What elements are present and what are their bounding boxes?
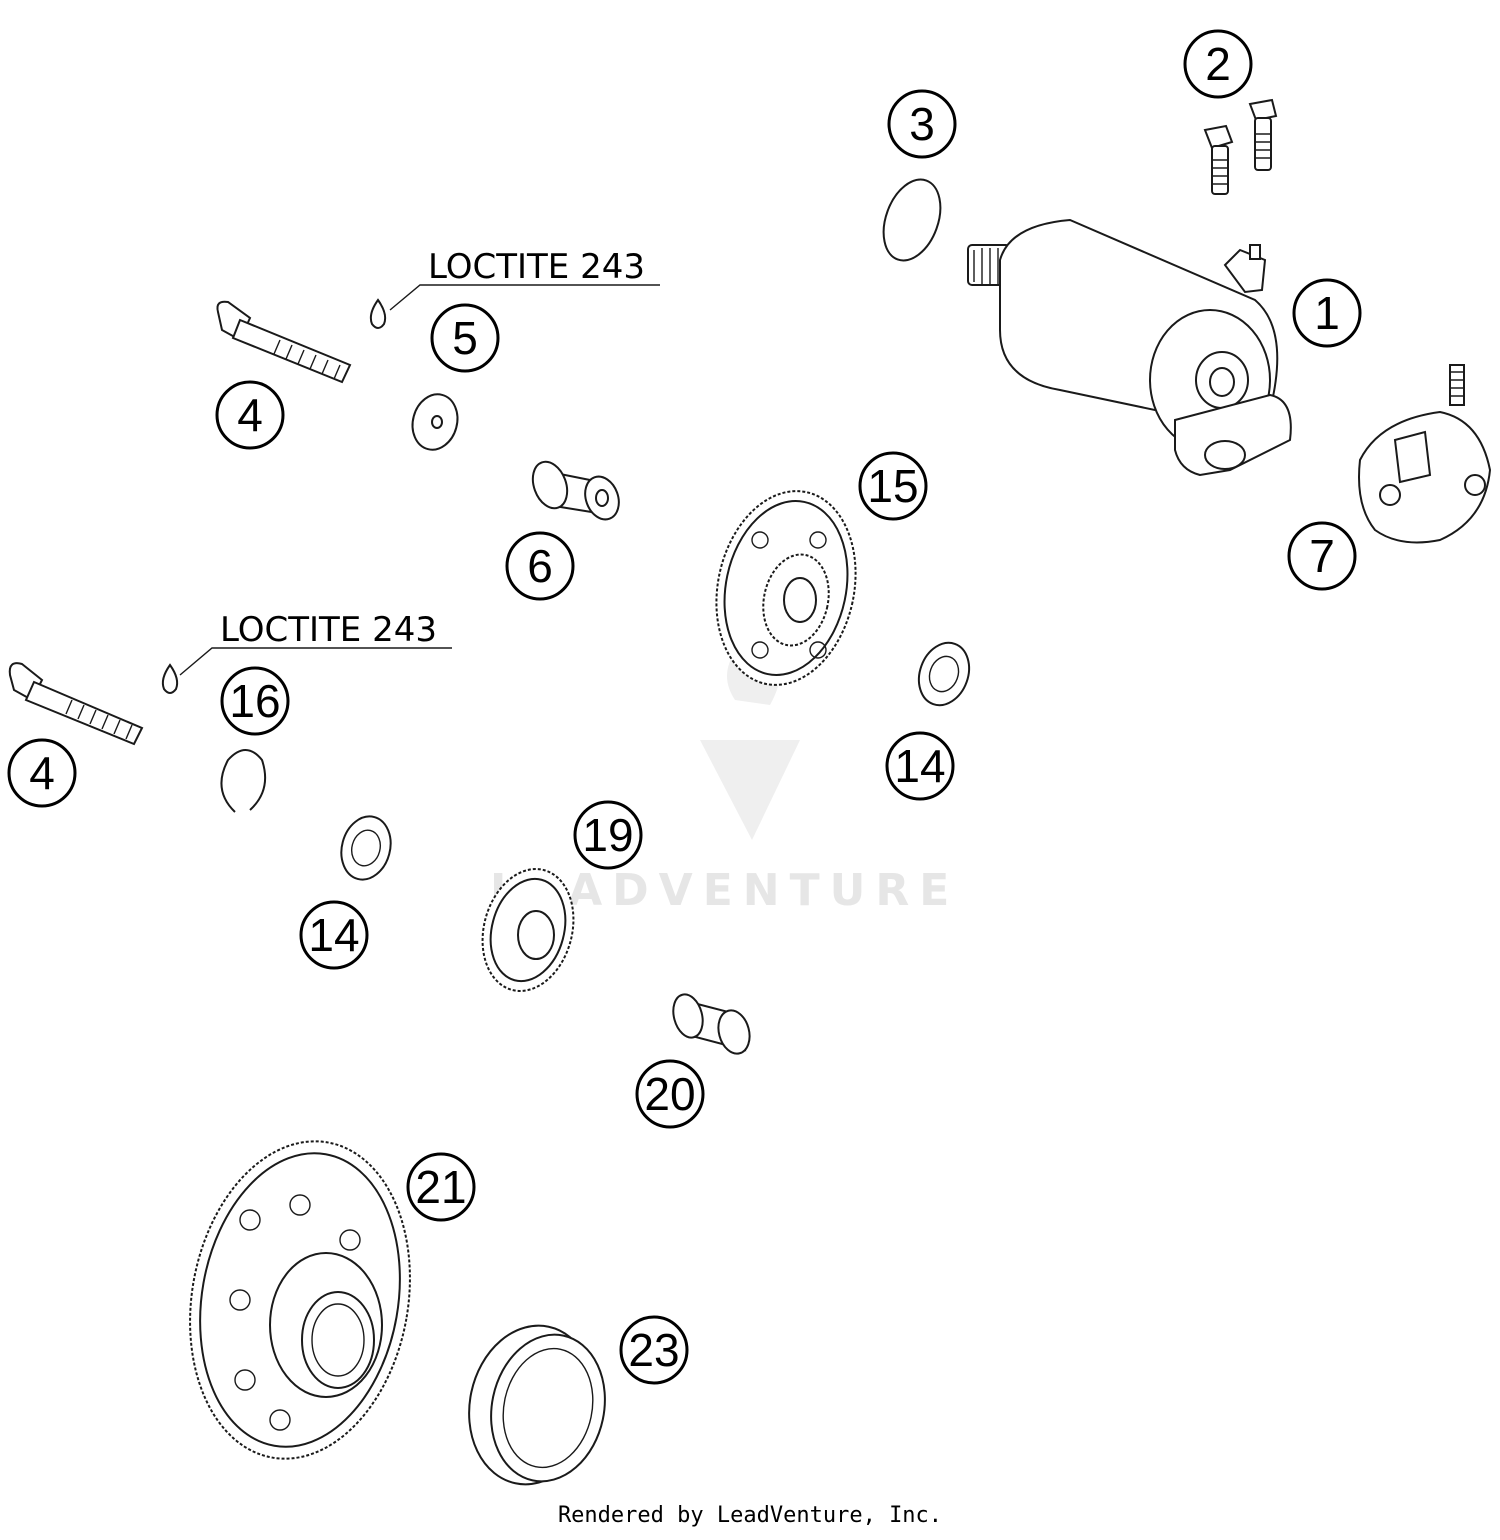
svg-text:20: 20: [644, 1068, 695, 1120]
callout-14-lower: 14: [299, 900, 369, 970]
callout-7: 7: [1287, 521, 1357, 591]
svg-text:21: 21: [415, 1161, 466, 1213]
bolt-upper: [216, 300, 352, 384]
svg-text:14: 14: [308, 909, 359, 961]
callout-3: 3: [887, 89, 957, 159]
exploded-parts-diagram: LEADVENTURE: [7, 29, 1492, 1486]
svg-text:4: 4: [237, 389, 263, 441]
svg-text:14: 14: [894, 740, 945, 792]
washer: [411, 393, 459, 451]
loctite-note-upper: LOCTITE 243: [428, 247, 645, 287]
loctite-leader-upper: [389, 284, 660, 311]
bolt-lower: [8, 662, 144, 746]
callout-15: 15: [858, 451, 928, 521]
loctite-note-lower: LOCTITE 243: [220, 610, 437, 650]
intermediate-gear: [715, 490, 857, 686]
svg-text:15: 15: [867, 460, 918, 512]
callout-4-lower: 4: [7, 738, 77, 808]
thrust-washer-lower: [340, 815, 392, 881]
svg-text:1: 1: [1314, 287, 1340, 339]
svg-text:4: 4: [29, 747, 55, 799]
loctite-drop-upper: [369, 298, 387, 329]
callout-14-upper: 14: [885, 731, 955, 801]
callout-6: 6: [505, 531, 575, 601]
small-gear: [481, 868, 575, 992]
svg-text:6: 6: [527, 540, 553, 592]
callout-1: 1: [1292, 278, 1362, 348]
callout-19: 19: [573, 800, 643, 870]
sleeve-upper: [531, 460, 620, 521]
starter-motor: [967, 218, 1292, 477]
callout-20: 20: [635, 1059, 705, 1129]
circlip: [220, 749, 266, 813]
loctite-leader-lower: [179, 647, 452, 676]
starter-bolts: [1203, 98, 1278, 195]
svg-text:16: 16: [229, 675, 280, 727]
svg-text:2: 2: [1205, 38, 1231, 90]
callout-4-upper: 4: [215, 380, 285, 450]
footer-credit: Rendered by LeadVenture, Inc.: [557, 1503, 943, 1528]
svg-text:5: 5: [452, 312, 478, 364]
freewheel-bearing: [468, 1324, 606, 1486]
callout-21: 21: [406, 1152, 476, 1222]
svg-text:3: 3: [909, 98, 935, 150]
brush-holder: [1358, 364, 1492, 544]
svg-text:19: 19: [582, 809, 633, 861]
o-ring: [882, 178, 942, 262]
thrust-washer-upper: [917, 641, 971, 707]
callout-5: 5: [430, 303, 500, 373]
callout-2: 2: [1183, 29, 1253, 99]
large-gear: [189, 1140, 411, 1460]
svg-text:23: 23: [628, 1324, 679, 1376]
loctite-drop-lower: [161, 663, 179, 694]
svg-text:7: 7: [1309, 530, 1335, 582]
sleeve-lower: [672, 993, 751, 1055]
callout-16: 16: [220, 666, 290, 736]
callout-23: 23: [619, 1315, 689, 1385]
